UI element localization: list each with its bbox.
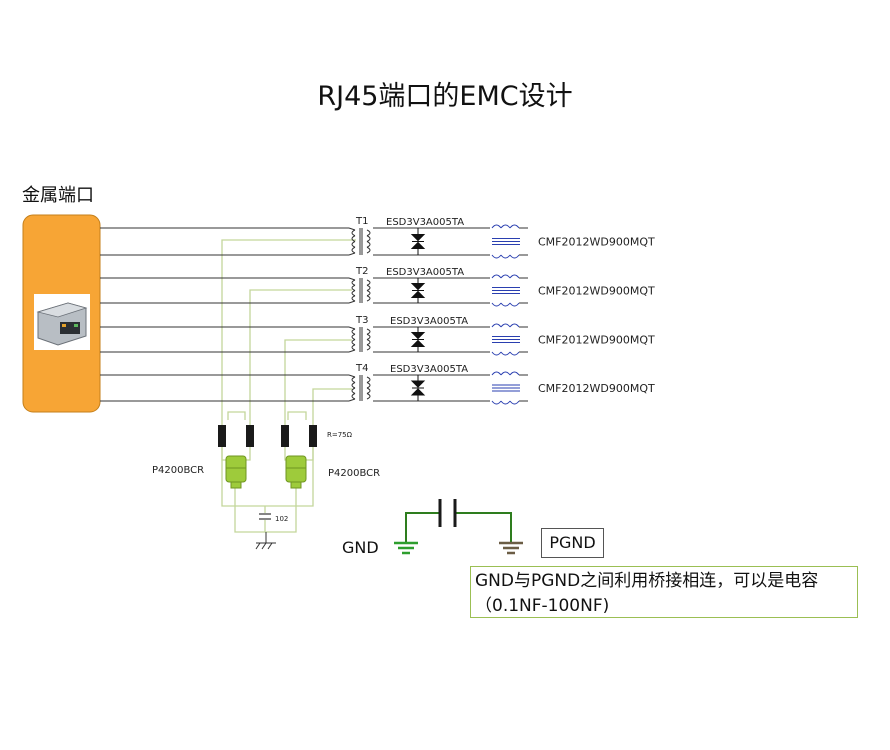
channel-4: T4 ESD3V3A005TA CMF2012WD900MQT — [100, 363, 655, 405]
cap-label: 102 — [275, 515, 288, 523]
esd-diode — [410, 327, 426, 352]
resistor — [281, 425, 289, 447]
capacitor-102 — [259, 513, 271, 520]
tvs-right — [285, 455, 307, 489]
resistor-label: R=75Ω — [327, 431, 353, 439]
tvs-left-label: P4200BCR — [152, 465, 204, 476]
cmf-choke — [491, 323, 528, 356]
esd-diode — [410, 228, 426, 255]
transformer — [348, 227, 371, 256]
page-title: RJ45端口的EMC设计 — [317, 81, 573, 112]
cmf-choke — [491, 224, 528, 259]
cmf-choke — [491, 371, 528, 405]
transformer-label: T2 — [355, 266, 368, 277]
tvs-wiring — [221, 239, 356, 533]
esd-label: ESD3V3A005TA — [390, 364, 468, 375]
cmf-label: CMF2012WD900MQT — [538, 334, 655, 347]
chassis-ground-icon — [255, 532, 276, 550]
esd-label: ESD3V3A005TA — [386, 217, 464, 228]
channel-1: T1 ESD3V3A005TA CMF2012WD900MQT — [100, 216, 655, 259]
pgnd-label: PGND — [541, 528, 604, 558]
esd-diode — [410, 375, 426, 401]
channel-3: T3 ESD3V3A005TA CMF2012WD900MQT — [100, 315, 655, 356]
esd-label: ESD3V3A005TA — [386, 267, 464, 278]
note-line-1: GND与PGND之间利用桥接相连，可以是电容 — [475, 571, 819, 591]
note-box: GND与PGND之间利用桥接相连，可以是电容 （0.1NF-100NF) — [470, 566, 858, 618]
port-label: 金属端口 — [22, 185, 94, 206]
cmf-choke — [491, 274, 528, 307]
cmf-label: CMF2012WD900MQT — [538, 382, 655, 395]
cmf-label: CMF2012WD900MQT — [538, 285, 655, 298]
resistor — [218, 425, 226, 447]
transformer-label: T1 — [355, 216, 368, 227]
transformer — [348, 326, 371, 353]
channel-2: T2 ESD3V3A005TA CMF2012WD900MQT — [100, 266, 655, 307]
cmf-label: CMF2012WD900MQT — [538, 236, 655, 249]
transformer-label: T3 — [355, 315, 368, 326]
gnd-symbol-icon — [394, 541, 418, 555]
resistor — [246, 425, 254, 447]
transformer-label: T4 — [355, 363, 368, 374]
rj45-jack-icon — [34, 294, 90, 350]
esd-label: ESD3V3A005TA — [390, 316, 468, 327]
bridge-capacitor — [405, 499, 512, 542]
note-line-2: （0.1NF-100NF) — [475, 596, 610, 616]
transformer — [348, 277, 371, 304]
gnd-label: GND — [342, 538, 379, 557]
resistor — [309, 425, 317, 447]
tvs-right-label: P4200BCR — [328, 468, 380, 479]
esd-diode — [410, 278, 426, 303]
pgnd-symbol-icon — [499, 541, 523, 555]
tvs-left — [225, 455, 247, 489]
transformer — [348, 374, 371, 402]
